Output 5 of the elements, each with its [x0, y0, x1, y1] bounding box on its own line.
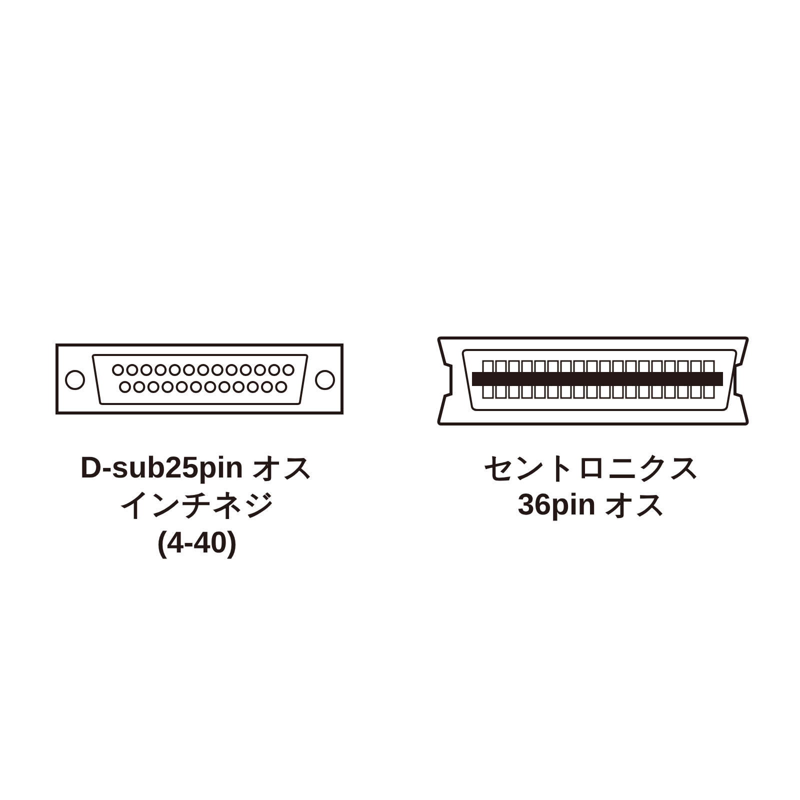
connector-label: セントロニクス	[484, 452, 700, 484]
connector-label: D-sub25pin オス	[80, 452, 314, 484]
connector-label: 36pin オス	[518, 488, 666, 522]
connector-label: (4-40)	[156, 526, 238, 560]
connector-label: インチネジ	[120, 488, 274, 522]
